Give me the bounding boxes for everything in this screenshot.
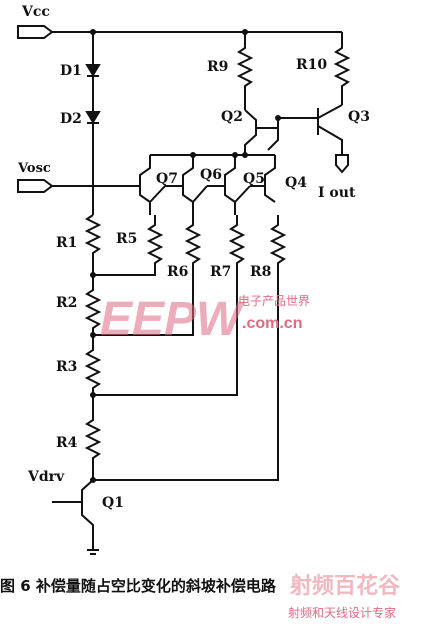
r10-resistor [333,32,351,105]
r9-label: R9 [207,59,229,75]
figure-caption: 图 6 补偿量随占空比变化的斜坡补偿电路 [0,577,276,595]
q3-label: Q3 [348,109,370,125]
junction-dot [232,152,238,158]
vdrv-label: Vdrv [28,469,65,485]
junction-dot [90,272,96,278]
q7-label: Q7 [156,171,178,187]
junction-dot [242,152,248,158]
q2-label: Q2 [221,109,243,125]
d2-diode [85,111,101,124]
q7-transistor [132,155,151,203]
junction-dot [90,29,96,35]
eepw-tagline: 电子产品世界 [238,294,311,308]
r8-label: R8 [250,264,272,280]
r4-label: R4 [56,435,78,451]
junction-dot [90,392,96,398]
q6-transistor [149,155,194,215]
q4-transistor [234,155,276,215]
eepw-watermark: EEPW [100,293,245,346]
d1-label: D1 [60,63,82,79]
r10-label: R10 [296,57,328,73]
vcc-pin [17,25,54,39]
vosc-pin [17,179,54,193]
r7-label: R7 [210,264,232,280]
r3-resistor [84,335,102,395]
junction-dot [90,332,96,338]
brand-name: 射频百花谷 [290,574,401,599]
r4-resistor [84,395,102,480]
r7-resistor [93,215,246,396]
r3-label: R3 [56,359,78,375]
q4-label: Q4 [285,175,307,191]
r6-resistor [93,215,202,336]
junction-dot [90,477,96,483]
q5-label: Q5 [243,171,265,187]
vosc-label: Vosc [18,161,51,176]
r5-resistor [93,215,164,276]
base-chain-wire [149,185,251,203]
q6-label: Q6 [200,167,222,183]
r5-label: R5 [116,231,138,247]
q5-transistor [192,155,236,215]
q3-transistor [317,104,343,155]
r8-resistor [93,215,287,481]
eepw-domain: .com.cn [242,315,303,332]
ground-symbol [87,549,99,555]
r1-resistor [84,214,102,275]
r9-resistor [236,32,254,110]
iout-label: I out [318,185,356,201]
q1-transistor [52,479,94,550]
r2-label: R2 [56,295,78,311]
q2-transistor [244,109,318,155]
r2-resistor [84,275,102,335]
iout-pin [335,154,349,174]
brand-tagline: 射频和天线设计专家 [288,606,397,620]
junction-dot [242,29,248,35]
r1-label: R1 [56,235,78,251]
junction-dot [190,152,196,158]
eepw-watermark-text: EEPW [100,293,245,346]
r6-label: R6 [167,264,189,280]
collector-bus [150,128,279,156]
q1-label: Q1 [102,495,124,511]
d2-label: D2 [60,111,82,127]
d1-diode [85,64,101,77]
vcc-label: Vcc [22,4,50,20]
junction-dot [275,115,281,121]
